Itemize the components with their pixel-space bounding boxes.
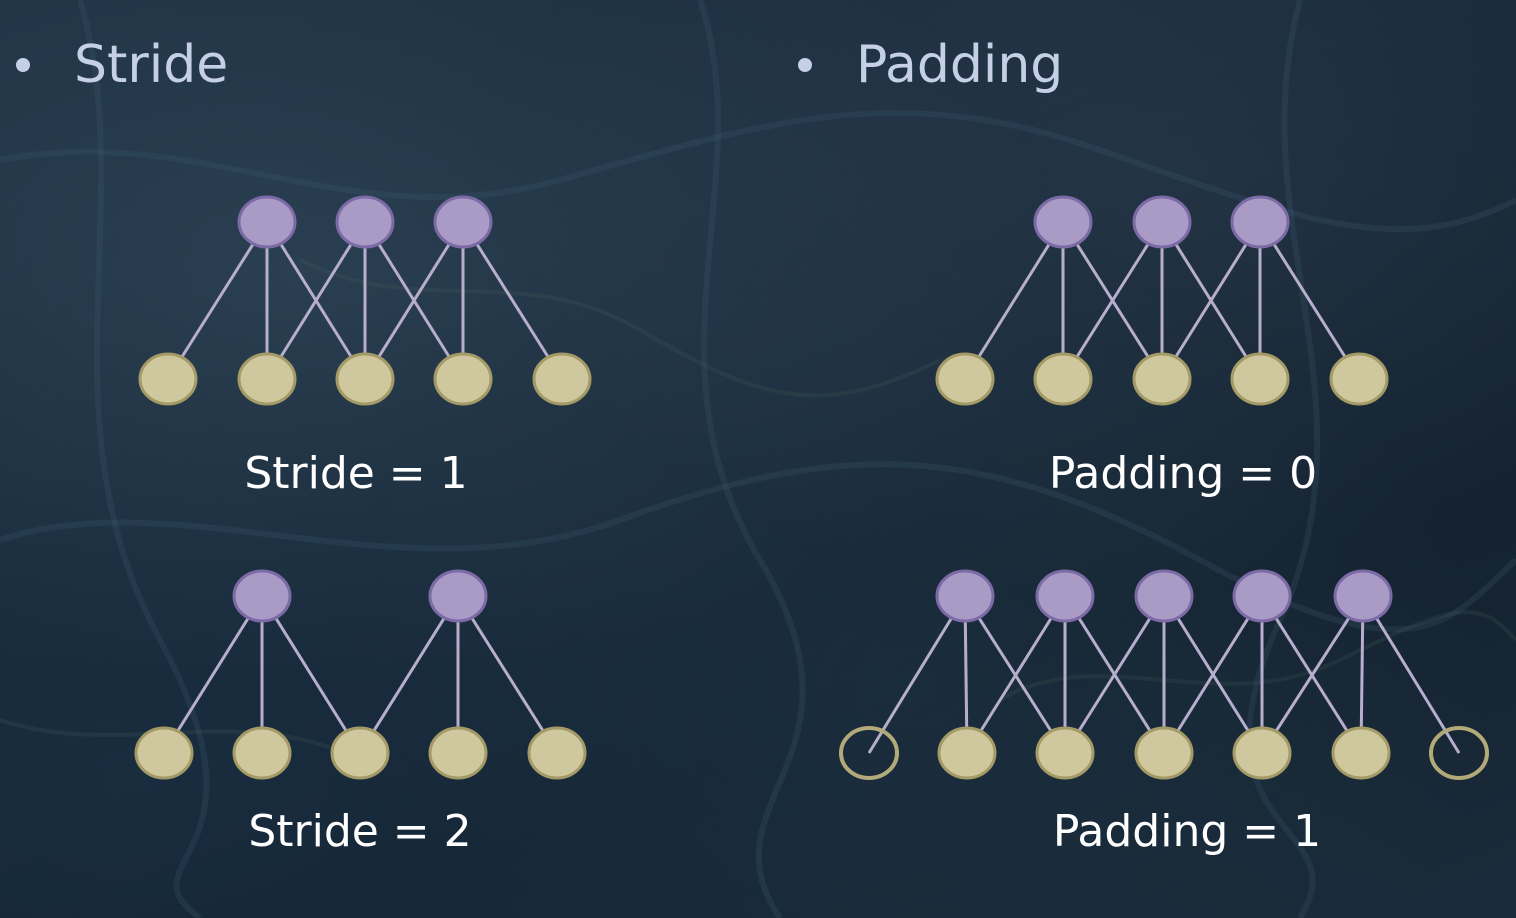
padding-bullet-heading: Padding: [798, 30, 1063, 100]
padding-1-caption: Padding = 1: [1052, 806, 1322, 857]
connection-line: [1061, 221, 1164, 380]
output-node: [335, 195, 395, 249]
output-node: [1035, 569, 1095, 623]
input-node: [237, 352, 297, 406]
input-node: [1232, 726, 1292, 780]
input-node: [1033, 352, 1093, 406]
connection-line: [461, 221, 564, 380]
connection-line: [358, 595, 460, 754]
stride-2-diagram: [134, 569, 587, 780]
input-node: [1329, 352, 1389, 406]
bullet-icon: [798, 58, 812, 72]
input-node: [138, 352, 198, 406]
stride-1-caption: Stride = 1: [244, 448, 468, 499]
padding-node: [1429, 726, 1489, 780]
output-node: [232, 569, 292, 623]
input-node: [232, 726, 292, 780]
connection-line: [260, 595, 362, 754]
output-node: [1132, 195, 1192, 249]
output-node: [1232, 569, 1292, 623]
padding-0-caption: Padding = 0: [1048, 448, 1318, 499]
stride-heading-text: Stride: [74, 35, 229, 95]
output-node: [1333, 569, 1393, 623]
input-node: [527, 726, 587, 780]
connection-line: [963, 221, 1065, 380]
padding-node: [839, 726, 899, 780]
input-node: [532, 352, 592, 406]
input-node: [428, 726, 488, 780]
connection-line: [867, 595, 967, 754]
padding-0-diagram: [935, 195, 1389, 406]
input-node: [1132, 352, 1192, 406]
input-node: [134, 726, 194, 780]
connection-line: [166, 221, 269, 380]
connection-line: [1260, 595, 1365, 754]
connection-line: [265, 221, 367, 380]
output-node: [237, 195, 297, 249]
output-node: [1033, 195, 1093, 249]
padding-1-diagram: [839, 569, 1489, 780]
stride-1-diagram: [138, 195, 592, 406]
padding-heading-text: Padding: [856, 35, 1064, 95]
connection-line: [456, 595, 559, 754]
output-node: [1230, 195, 1290, 249]
output-node: [433, 195, 493, 249]
connection-line: [1162, 595, 1264, 754]
connection-line: [363, 221, 465, 380]
input-node: [1230, 352, 1290, 406]
output-node: [1134, 569, 1194, 623]
connection-line: [1063, 595, 1166, 754]
connection-line: [1160, 221, 1262, 380]
input-node: [935, 352, 995, 406]
connection-line: [1361, 595, 1461, 754]
output-node: [935, 569, 995, 623]
input-node: [330, 726, 390, 780]
input-node: [1134, 726, 1194, 780]
input-node: [335, 352, 395, 406]
input-node: [1331, 726, 1391, 780]
input-node: [937, 726, 997, 780]
input-node: [1035, 726, 1095, 780]
output-node: [428, 569, 488, 623]
input-node: [433, 352, 493, 406]
connection-line: [162, 595, 264, 754]
stride-2-caption: Stride = 2: [248, 806, 472, 857]
bullet-icon: [16, 58, 30, 72]
stride-bullet-heading: Stride: [16, 30, 228, 100]
connection-line: [965, 595, 1067, 754]
connection-line: [1258, 221, 1361, 380]
